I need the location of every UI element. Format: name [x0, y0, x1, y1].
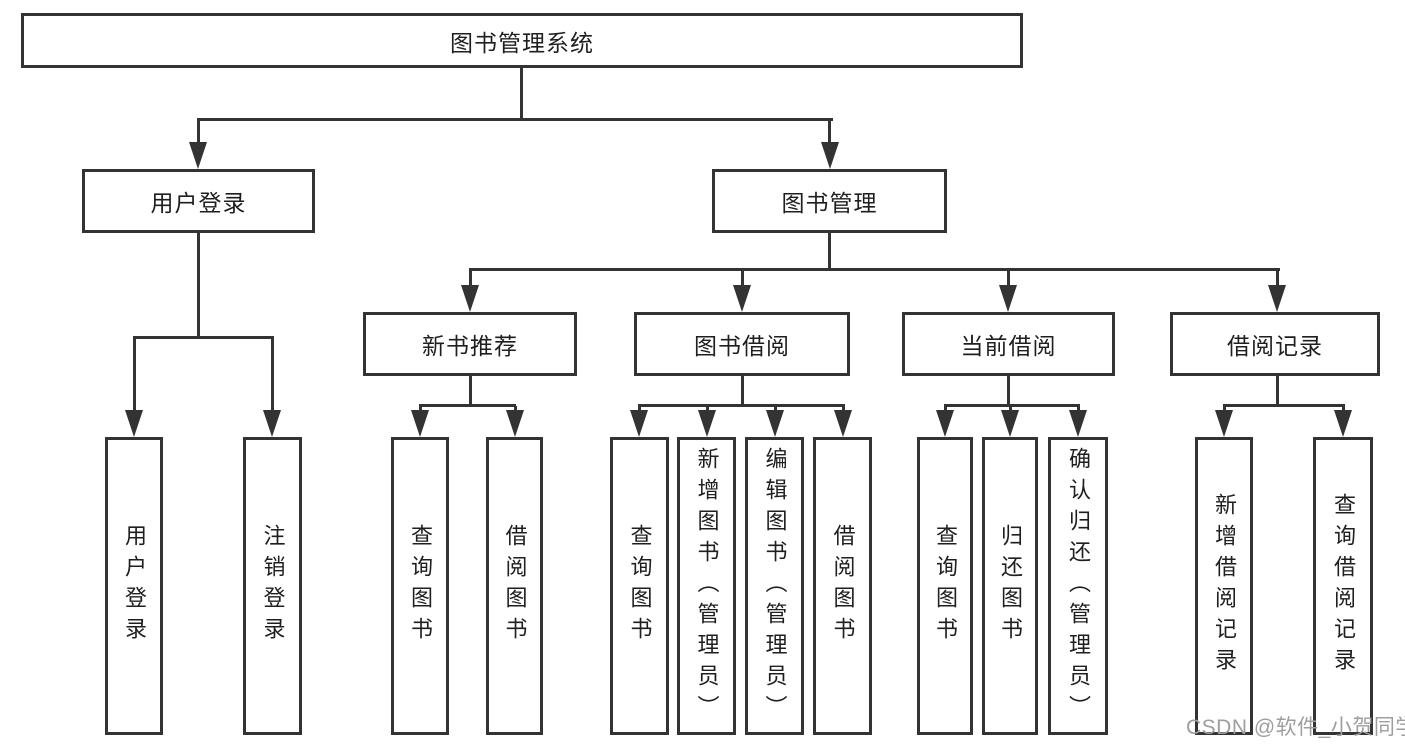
- csdn-watermark: CSDN @软件_小贺同学: [1186, 716, 1405, 739]
- connector-stem: [133, 338, 136, 412]
- connector-stem: [1276, 270, 1279, 287]
- connector-stem: [1223, 406, 1226, 412]
- arrow-down-icon: [733, 285, 751, 312]
- connector-recommend-stem: [469, 376, 472, 405]
- node-label: 用户登录: [150, 190, 247, 216]
- arrow-down-icon: [125, 410, 143, 437]
- leaf-user-login: 用户登录: [105, 437, 163, 735]
- arrow-down-icon: [1001, 410, 1019, 437]
- arrow-down-icon: [936, 410, 954, 437]
- leaf-label: 编辑图书（管理员）: [762, 446, 788, 726]
- leaf-records-query-record: 查询借阅记录: [1313, 437, 1373, 735]
- leaf-label: 确认归还（管理员）: [1066, 446, 1091, 726]
- arrow-down-icon: [1069, 410, 1087, 437]
- arrow-down-icon: [461, 285, 479, 312]
- node-library-management-system: 图书管理系统: [21, 13, 1023, 68]
- node-user-login: 用户登录: [82, 169, 315, 233]
- node-label: 图书管理: [781, 190, 878, 216]
- connector-recommend-bus: [419, 404, 516, 407]
- node-borrow-records: 借阅记录: [1170, 312, 1380, 376]
- arrow-down-icon: [263, 410, 281, 437]
- leaf-logout: 注销登录: [243, 437, 302, 735]
- connector-stem: [638, 406, 641, 412]
- leaf-current-confirm-return-admin: 确认归还（管理员）: [1048, 437, 1108, 735]
- connector-stem: [944, 406, 947, 412]
- connector-stem: [842, 406, 845, 412]
- leaf-borrow-query-books: 查询图书: [610, 437, 669, 735]
- connector-records-bus: [1223, 404, 1345, 407]
- arrow-down-icon: [821, 142, 839, 169]
- connector-stem: [469, 270, 472, 287]
- arrow-down-icon: [834, 410, 852, 437]
- connector-level3-bus: [469, 268, 1280, 271]
- leaf-label: 查询图书: [408, 524, 433, 648]
- connector-stem: [1342, 406, 1345, 412]
- arrow-down-icon: [189, 142, 207, 169]
- connector-borrow-stem: [741, 376, 744, 405]
- leaf-borrow-edit-books-admin: 编辑图书（管理员）: [745, 437, 804, 735]
- connector-current-bus: [944, 404, 1080, 407]
- leaf-label: 归还图书: [998, 524, 1023, 648]
- arrow-down-icon: [999, 285, 1017, 312]
- arrow-down-icon: [411, 410, 429, 437]
- connector-stem: [419, 406, 422, 412]
- leaf-current-return-books: 归还图书: [982, 437, 1038, 735]
- arrow-down-icon: [766, 410, 784, 437]
- connector-stem: [271, 338, 274, 412]
- connector-stem: [706, 406, 709, 412]
- leaf-label: 用户登录: [122, 524, 147, 648]
- arrow-down-icon: [698, 410, 716, 437]
- arrow-down-icon: [630, 410, 648, 437]
- connector-records-stem: [1276, 376, 1279, 405]
- leaf-current-query-books: 查询图书: [917, 437, 973, 735]
- leaf-label: 新增借阅记录: [1212, 493, 1237, 679]
- connector-borrow-bus: [638, 404, 845, 407]
- connector-current-stem: [1007, 376, 1010, 405]
- node-current-borrow: 当前借阅: [902, 312, 1115, 376]
- connector-root-stem: [520, 68, 523, 120]
- leaf-borrow-borrow-books: 借阅图书: [813, 437, 872, 735]
- connector-stem: [1007, 270, 1010, 287]
- connector-stem: [514, 406, 517, 412]
- node-book-borrow: 图书借阅: [634, 312, 850, 376]
- connector-user-login-stem: [197, 233, 200, 338]
- node-label: 图书管理系统: [450, 29, 594, 56]
- arrow-down-icon: [1215, 410, 1233, 437]
- connector-stem: [1009, 406, 1012, 412]
- leaf-label: 借阅图书: [502, 524, 528, 648]
- connector-stem: [828, 119, 831, 144]
- leaf-label: 新增图书（管理员）: [694, 446, 720, 726]
- connector-user-login-bus: [133, 336, 274, 339]
- node-label: 借阅记录: [1227, 333, 1323, 359]
- connector-book-management-stem: [828, 233, 831, 270]
- leaf-borrow-add-books-admin: 新增图书（管理员）: [677, 437, 736, 735]
- leaf-label: 查询借阅记录: [1331, 493, 1356, 679]
- connector-level2-bus: [197, 118, 833, 121]
- node-label: 当前借阅: [960, 333, 1057, 359]
- arrow-down-icon: [1334, 410, 1352, 437]
- node-label: 新书推荐: [422, 333, 518, 359]
- node-book-management: 图书管理: [712, 169, 947, 233]
- leaf-records-add-record: 新增借阅记录: [1195, 437, 1253, 735]
- leaf-recommend-query-books: 查询图书: [391, 437, 449, 735]
- arrow-down-icon: [1268, 285, 1286, 312]
- leaf-label: 借阅图书: [830, 524, 856, 648]
- connector-stem: [1077, 406, 1080, 412]
- arrow-down-icon: [506, 410, 524, 437]
- node-new-book-recommend: 新书推荐: [363, 312, 577, 376]
- connector-stem: [197, 119, 200, 144]
- leaf-label: 查询图书: [933, 524, 958, 648]
- connector-stem: [741, 270, 744, 287]
- leaf-label: 注销登录: [260, 524, 286, 648]
- leaf-recommend-borrow-books: 借阅图书: [486, 437, 543, 735]
- node-label: 图书借阅: [694, 333, 790, 359]
- leaf-label: 查询图书: [627, 524, 653, 648]
- connector-stem: [774, 406, 777, 412]
